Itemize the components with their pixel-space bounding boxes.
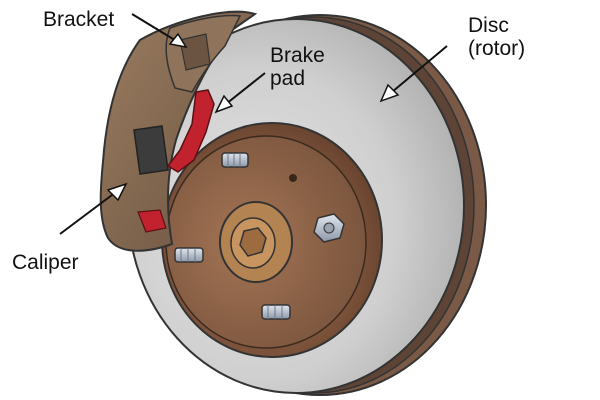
label-bracket: Bracket — [43, 8, 114, 31]
label-disc: Disc (rotor) — [468, 14, 525, 60]
pointer-arrows — [59, 13, 448, 235]
arrow-bracket — [131, 13, 179, 43]
brake-pad-shape — [166, 89, 215, 173]
label-brake-pad-line2: pad — [270, 67, 306, 90]
caliper-body — [99, 10, 258, 252]
label-bracket-text: Bracket — [43, 8, 115, 31]
caliper-recess — [179, 33, 211, 71]
stud-bottom — [261, 304, 291, 320]
label-disc-line2: (rotor) — [468, 37, 526, 60]
caliper-slot — [133, 125, 169, 175]
caliper-assembly — [99, 10, 258, 252]
arrow-brake-pad — [225, 72, 266, 105]
label-brake-pad-line1: Brake — [270, 44, 325, 67]
wheel-studs — [174, 152, 345, 320]
stud-left — [174, 247, 204, 263]
label-disc-line1: Disc — [468, 14, 509, 37]
wheel-hub — [161, 122, 383, 358]
label-caliper: Caliper — [12, 251, 79, 274]
arrow-caliper — [59, 191, 117, 235]
stud-nut-right — [313, 213, 345, 243]
stud-top — [221, 152, 249, 168]
label-caliper-text: Caliper — [12, 251, 79, 274]
brake-pad-lower — [137, 209, 167, 233]
arrow-disc — [391, 45, 448, 93]
label-brake-pad: Brake pad — [270, 44, 325, 90]
